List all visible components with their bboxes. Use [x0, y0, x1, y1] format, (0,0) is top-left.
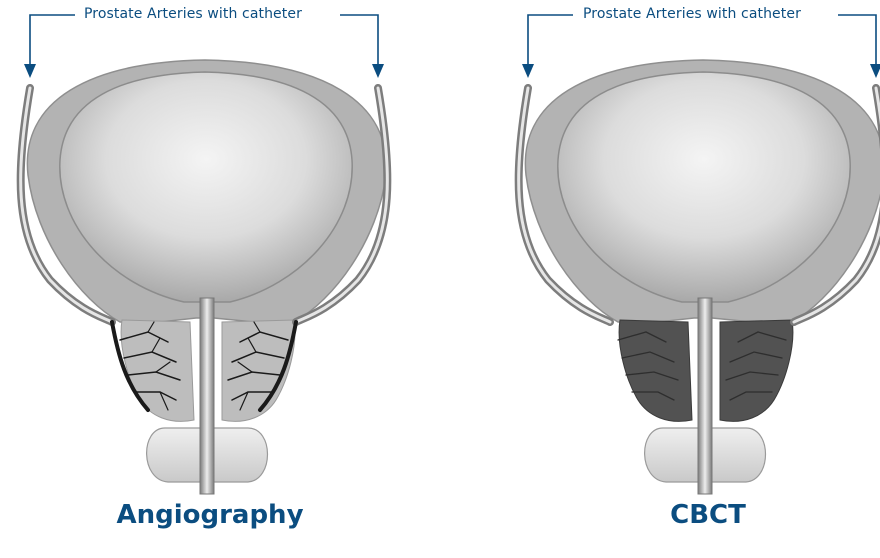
arrow-down-icon — [870, 64, 880, 78]
callout-label: Prostate Arteries with catheter — [79, 6, 307, 22]
urethra — [200, 298, 214, 494]
angiography-illustration — [0, 0, 440, 500]
arrow-down-icon — [372, 64, 384, 78]
cbct-panel: Prostate Arteries with catheter CBCT — [440, 0, 880, 558]
callout-label: Prostate Arteries with catheter — [578, 6, 806, 22]
caption-cbct: CBCT — [558, 500, 858, 530]
callout-bracket — [528, 15, 876, 66]
caption-angiography: Angiography — [60, 500, 360, 530]
prostate-lobe-left — [619, 320, 692, 421]
prostate-lobe-right — [720, 320, 793, 421]
urethra — [698, 298, 712, 494]
arrow-down-icon — [24, 64, 36, 78]
arrow-down-icon — [522, 64, 534, 78]
cbct-illustration — [440, 0, 880, 500]
angiography-panel: Prostate Arteries with catheter Angiogra… — [0, 0, 440, 558]
callout-bracket — [30, 15, 378, 66]
